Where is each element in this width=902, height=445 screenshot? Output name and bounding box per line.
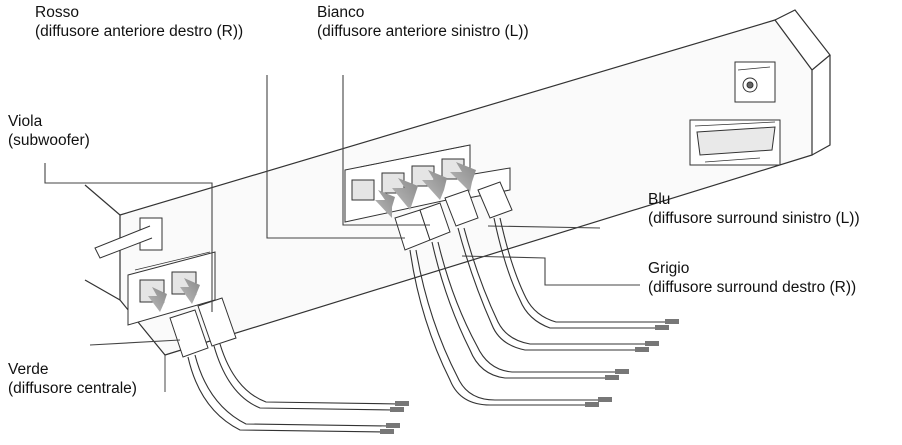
leader-grigio	[461, 255, 640, 286]
power-cord	[94, 217, 163, 259]
label-blu-desc: (diffusore surround sinistro (L))	[648, 210, 860, 227]
label-verde: Verde (diffusore centrale)	[8, 360, 137, 398]
label-grigio: Grigio (diffusore surround destro (R))	[648, 259, 856, 297]
cable-tips	[380, 319, 679, 434]
label-bianco: Bianco (diffusore anteriore sinistro (L)…	[317, 3, 529, 41]
label-verde-name: Verde	[8, 361, 49, 378]
label-grigio-name: Grigio	[648, 260, 690, 277]
speaker-plugs-main	[394, 181, 513, 251]
insertion-arrows	[148, 162, 476, 312]
label-viola-desc: (subwoofer)	[8, 132, 90, 149]
antenna-connector	[734, 61, 776, 103]
leader-blu	[487, 225, 601, 229]
label-verde-desc: (diffusore centrale)	[8, 380, 137, 397]
leader-bianco	[342, 75, 430, 226]
scart-connector	[689, 119, 781, 166]
label-rosso-desc: (diffusore anteriore destro (R))	[35, 23, 244, 40]
label-grigio-desc: (diffusore surround destro (R))	[648, 279, 857, 296]
label-viola: Viola (subwoofer)	[8, 112, 90, 150]
leader-viola	[44, 163, 213, 312]
label-blu: Blu (diffusore surround sinistro (L))	[648, 190, 860, 228]
speaker-cables-center-sub	[187, 343, 401, 433]
label-bianco-desc: (diffusore anteriore sinistro (L))	[317, 23, 529, 40]
label-viola-name: Viola	[8, 113, 43, 130]
label-rosso-name: Rosso	[35, 4, 79, 21]
callout-lines	[44, 75, 640, 346]
label-rosso: Rosso (diffusore anteriore destro (R))	[35, 3, 243, 41]
speaker-cables-main	[409, 217, 670, 406]
leader-rosso	[266, 75, 405, 239]
leader-verde	[89, 339, 181, 346]
label-blu-name: Blu	[648, 191, 671, 208]
label-bianco-name: Bianco	[317, 4, 365, 21]
speaker-plugs-center-sub	[169, 297, 237, 358]
